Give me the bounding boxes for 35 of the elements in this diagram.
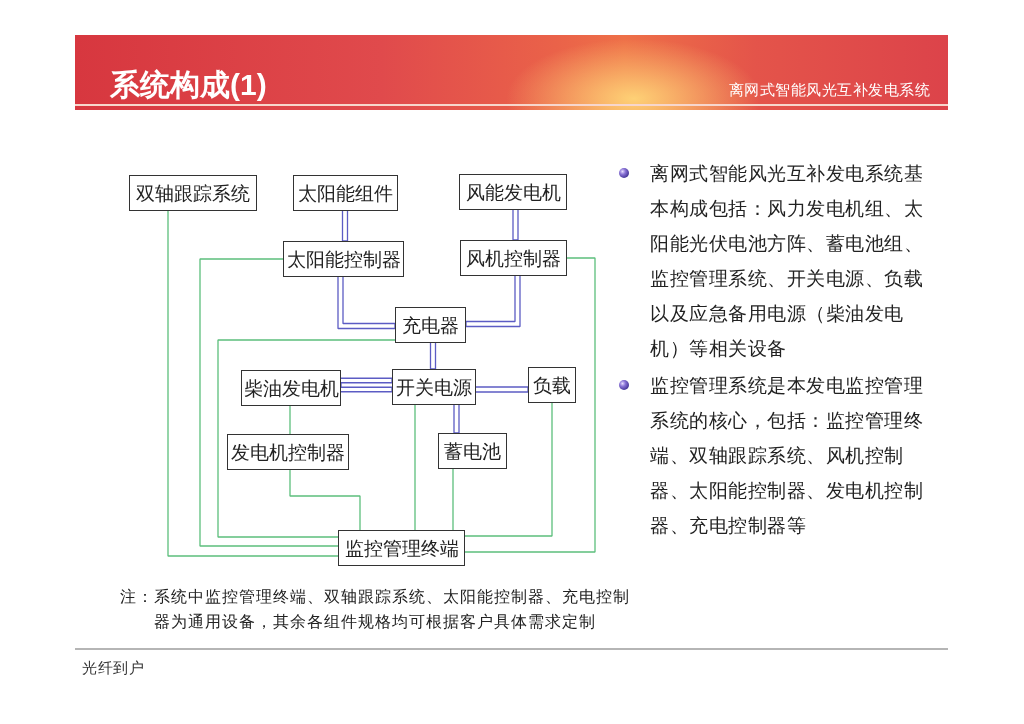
footer-text: 光纤到户 <box>82 658 144 678</box>
connector-line <box>464 257 596 553</box>
connector-line <box>429 342 437 370</box>
connector-line <box>512 209 519 241</box>
component-box: 负载 <box>528 367 576 403</box>
bullet-text: 监控管理系统是本发电监控管理系统的核心，包括：监控管理终端、双轴跟踪系统、风机控制器、太阳能控制器、发电机控制器、充电控制器等 <box>650 372 924 538</box>
bullet-text: 离网式智能风光互补发电系统基本构成包括：风力发电机组、太阳能光伏电池方阵、蓄电池组、监控管理系统、开关电源、负载以及应急备用电源（柴油发电机）等相关设备 <box>650 160 924 361</box>
connector-line <box>199 258 339 547</box>
connector-line <box>453 404 460 434</box>
connector-line <box>289 469 361 531</box>
connector-line <box>465 275 521 328</box>
connector-line <box>167 210 339 557</box>
slide-title: 系统构成(1) <box>110 67 267 103</box>
connector-line <box>341 210 349 242</box>
connector-line <box>414 404 416 531</box>
connector-line <box>475 386 529 393</box>
component-box: 监控管理终端 <box>338 530 465 566</box>
header-subtitle: 离网式智能风光互补发电系统 <box>728 80 930 100</box>
component-box: 风机控制器 <box>460 240 567 276</box>
component-box: 太阳能控制器 <box>283 241 404 277</box>
connector-line <box>337 276 396 330</box>
component-box: 发电机控制器 <box>227 434 349 470</box>
component-box: 太阳能组件 <box>293 175 398 211</box>
component-box: 充电器 <box>395 307 466 343</box>
connector-line <box>340 377 393 393</box>
component-box: 柴油发电机 <box>241 370 341 406</box>
connector-line <box>217 339 396 538</box>
component-box: 风能发电机 <box>459 174 567 210</box>
connector-line <box>452 468 454 531</box>
connector-line <box>289 405 291 435</box>
component-box: 开关电源 <box>392 369 476 405</box>
component-box: 双轴跟踪系统 <box>129 175 257 211</box>
component-box: 蓄电池 <box>438 433 507 469</box>
footnote-text: 注：系统中监控管理终端、双轴跟踪系统、太阳能控制器、充电控制器为通用设备，其余各组件规格均可根据客户具体需求定制 <box>120 585 631 633</box>
connector-line <box>464 402 553 537</box>
